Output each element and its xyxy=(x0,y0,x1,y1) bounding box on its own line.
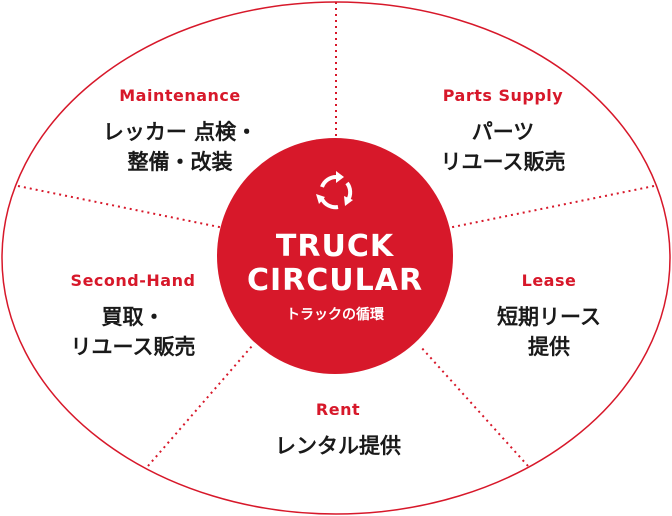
segment-title: Parts Supply xyxy=(442,86,564,105)
segment-title: Second-Hand xyxy=(70,271,196,290)
segment-parts-supply: Parts Supply パーツ リユース販売 xyxy=(441,86,566,177)
segment-body: レンタル提供 xyxy=(275,434,401,458)
center-title-line1: TRUCK xyxy=(275,229,395,264)
segment-title: Maintenance xyxy=(119,86,241,105)
divider-upper-left xyxy=(17,185,225,229)
segment-second-hand: Second-Hand 買取・ リユース販売 xyxy=(71,271,196,362)
divider-lower-right xyxy=(419,345,529,467)
segment-title: Lease xyxy=(521,271,577,290)
divider-lower-left xyxy=(147,345,253,467)
segment-body: パーツ リユース販売 xyxy=(440,120,566,174)
segment-body: レッカー 点検・ 整備・改装 xyxy=(102,120,258,174)
center-title-line2: CIRCULAR xyxy=(246,263,424,298)
segment-title: Rent xyxy=(315,400,361,419)
segment-rent: Rent レンタル提供 xyxy=(275,400,401,461)
segment-maintenance: Maintenance レッカー 点検・ 整備・改装 xyxy=(103,86,257,177)
center-subtitle: トラックの循環 xyxy=(286,307,384,323)
segment-body: 買取・ リユース販売 xyxy=(70,305,196,359)
segment-lease: Lease 短期リース 提供 xyxy=(497,271,601,362)
divider-upper-right xyxy=(447,185,655,229)
segment-body: 短期リース 提供 xyxy=(497,305,601,359)
recycle-arrows-icon xyxy=(316,171,353,210)
center-circle xyxy=(217,138,453,374)
